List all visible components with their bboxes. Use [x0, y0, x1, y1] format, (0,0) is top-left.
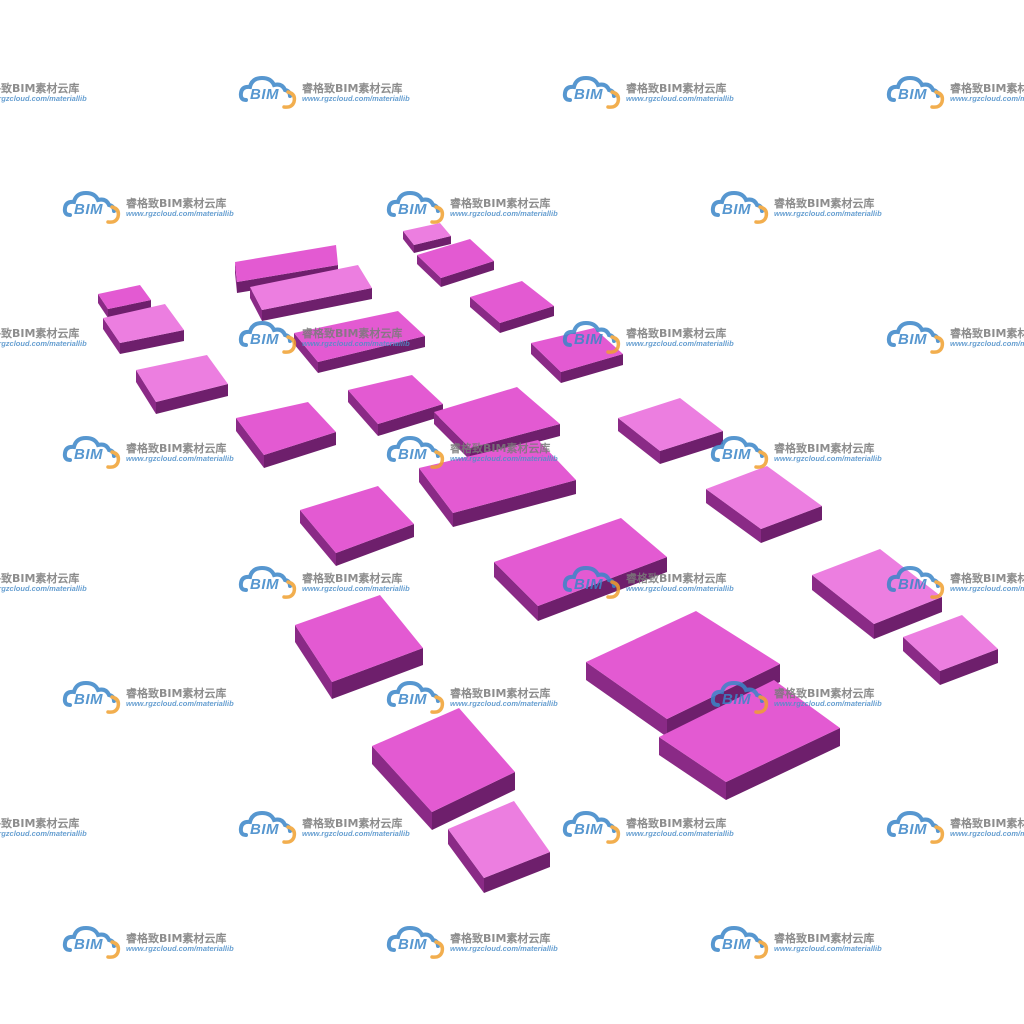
tile — [103, 304, 184, 354]
tile-side-right — [318, 336, 425, 373]
tile — [812, 549, 942, 639]
tile-top — [236, 402, 336, 455]
tile — [618, 398, 723, 464]
tile-side-right — [108, 300, 151, 318]
tile — [348, 375, 443, 436]
tile-side-right — [336, 524, 414, 566]
tile-side-front — [434, 412, 470, 460]
tile — [531, 328, 623, 383]
tile-top — [434, 387, 560, 448]
tile — [372, 708, 515, 830]
tile-top — [295, 595, 423, 682]
tile — [295, 595, 423, 699]
tile-side-front — [300, 510, 336, 566]
tile-top — [494, 518, 667, 606]
tile-side-right — [441, 261, 494, 287]
tile-top — [372, 708, 515, 812]
tile — [98, 285, 151, 318]
tile-top — [706, 466, 822, 529]
tile — [417, 239, 494, 287]
tile-side-front — [136, 370, 156, 414]
tile-side-front — [448, 829, 484, 893]
tile-top — [448, 801, 550, 878]
tile — [448, 801, 550, 893]
tile-side-right — [332, 648, 423, 699]
tile-side-right — [484, 852, 550, 893]
tile-top — [235, 245, 338, 282]
tile-top — [136, 355, 228, 402]
tile-side-front — [372, 746, 432, 830]
tile-side-right — [262, 288, 372, 321]
tile-side-front — [417, 255, 441, 287]
tile-side-front — [348, 390, 378, 436]
tile-side-front — [531, 343, 561, 383]
tile-top — [419, 440, 576, 513]
tile — [419, 440, 576, 527]
tile — [494, 518, 667, 621]
tile-side-right — [726, 728, 840, 800]
tile-side-front — [294, 333, 318, 373]
tile — [136, 355, 228, 414]
tile-top — [98, 285, 151, 309]
tile-side-front — [295, 625, 332, 699]
tile-top — [348, 375, 443, 424]
tile-side-right — [432, 772, 515, 830]
tile-side-front — [618, 418, 660, 464]
tile-side-front — [103, 318, 120, 354]
tile-side-right — [453, 480, 576, 527]
tile-side-right — [264, 432, 336, 468]
tile-side-front — [403, 231, 414, 253]
tile-group — [98, 223, 998, 893]
tile-side-front — [98, 294, 108, 318]
tile — [903, 615, 998, 685]
tile-top — [903, 615, 998, 671]
tile-top — [470, 281, 554, 323]
tile-top — [250, 265, 372, 310]
tile-side-right — [378, 404, 443, 436]
tile — [659, 680, 840, 800]
tile-top — [403, 223, 451, 245]
tile-top — [417, 239, 494, 278]
tile — [300, 486, 414, 566]
tile-side-front — [236, 418, 264, 468]
tile-top — [294, 311, 425, 362]
tile-top — [300, 486, 414, 553]
tile-top — [586, 611, 780, 719]
tile — [470, 281, 554, 333]
tile-side-right — [660, 431, 723, 464]
tile-side-right — [940, 649, 998, 685]
tile-top — [812, 549, 942, 624]
tile-side-right — [561, 354, 623, 383]
tile-top — [618, 398, 723, 451]
tile-side-right — [120, 330, 184, 354]
tile-side-right — [761, 506, 822, 543]
tile-side-right — [414, 236, 451, 253]
tile-side-right — [156, 384, 228, 414]
tile-side-front — [812, 575, 874, 639]
tile-side-right — [500, 306, 554, 333]
tile — [250, 265, 372, 321]
tile — [294, 311, 425, 373]
tile-side-right — [874, 597, 942, 639]
tile-side-front — [706, 489, 761, 543]
tile-side-front — [494, 562, 538, 621]
tile-side-front — [586, 662, 667, 737]
tile — [403, 223, 451, 253]
tile-side-front — [470, 297, 500, 333]
tile — [706, 466, 822, 543]
tile-top — [103, 304, 184, 343]
tile-side-front — [235, 262, 237, 293]
tile-side-front — [903, 637, 940, 685]
tile-top — [659, 680, 840, 782]
tile-side-front — [659, 737, 726, 800]
tile — [236, 402, 336, 468]
tile-side-front — [250, 287, 262, 321]
tile-side-front — [419, 468, 453, 527]
